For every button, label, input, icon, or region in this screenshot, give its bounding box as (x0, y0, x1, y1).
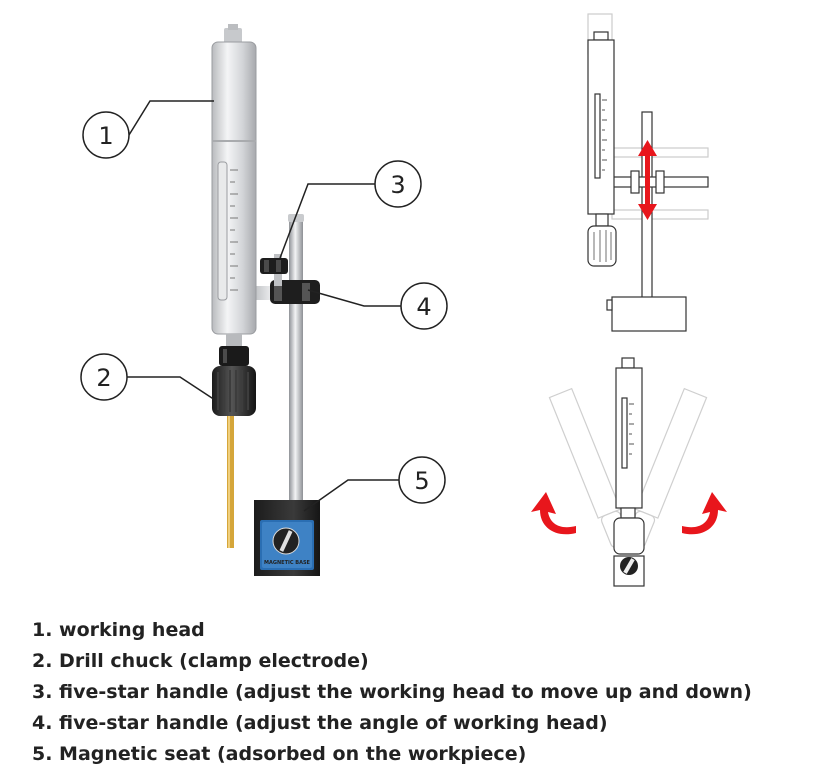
callouts (127, 100, 401, 512)
callout-circles: 1 2 3 4 5 (80, 111, 448, 504)
drill-chuck (212, 346, 256, 548)
rotate-right-arrow-icon (682, 492, 727, 535)
svg-text:2: 2 (96, 364, 111, 392)
schematic-vertical-movement (587, 13, 709, 332)
magnetic-base: MAGNETIC BASE (254, 500, 320, 576)
schematic-angle-rotation (548, 357, 708, 587)
rotate-left-arrow-icon (531, 492, 576, 535)
svg-text:4: 4 (416, 293, 431, 321)
legend-item-angle-handle: 4. five-star handle (adjust the angle of… (32, 712, 608, 734)
legend-item-drill-chuck: 2. Drill chuck (clamp electrode) (32, 650, 369, 672)
callout-5: 5 (398, 456, 446, 504)
legend-item-magnetic-seat: 5. Magnetic seat (adsorbed on the workpi… (32, 743, 527, 765)
callout-4: 4 (400, 282, 448, 330)
base-label: MAGNETIC BASE (264, 560, 311, 566)
svg-text:1: 1 (98, 122, 113, 150)
svg-text:5: 5 (414, 467, 429, 495)
svg-text:3: 3 (390, 171, 405, 199)
callout-3: 3 (374, 160, 422, 208)
main-assembly: MAGNETIC BASE (211, 24, 320, 576)
electrode (227, 416, 234, 548)
updown-arrow-icon (638, 140, 657, 220)
legend-item-working-head: 1. working head (32, 619, 205, 641)
stand-rod (289, 218, 303, 514)
working-head (211, 24, 257, 346)
device-diagram: MAGNETIC BASE (80, 13, 727, 587)
legend-item-updown-handle: 3. five-star handle (adjust the working … (32, 681, 752, 703)
five-star-handle-updown (260, 254, 288, 286)
callout-1: 1 (82, 111, 130, 159)
legend-list: 1. working head 2. Drill chuck (clamp el… (32, 615, 752, 770)
callout-2: 2 (80, 353, 128, 401)
